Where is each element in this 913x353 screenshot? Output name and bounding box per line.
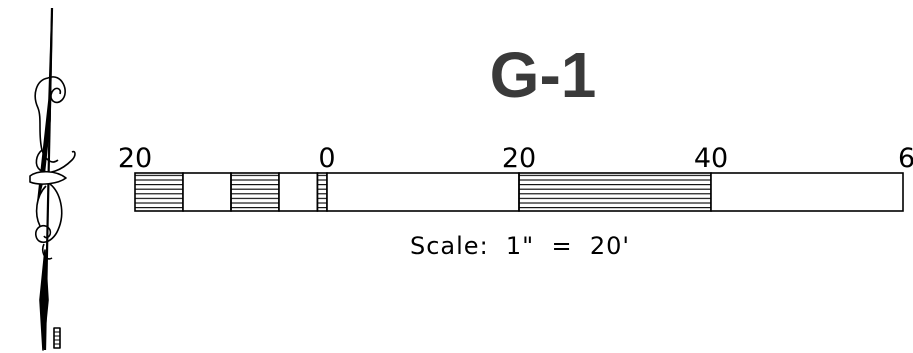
scale-segment-blank	[326, 172, 520, 212]
scale-segment-blank	[710, 172, 904, 212]
scale-segment-hatched	[518, 172, 712, 212]
scale-segment-hatched	[134, 172, 184, 212]
graphic-scale-bar	[134, 172, 904, 212]
north-arrow-icon	[29, 7, 76, 351]
scale-note: Scale: 1" = 20'	[410, 232, 630, 260]
tick-label-20-left: 20	[118, 143, 152, 174]
tick-label-20: 20	[502, 143, 536, 174]
sheet-title: G-1	[490, 39, 597, 111]
scale-segment-hatched	[230, 172, 280, 212]
scale-segment-hatched	[316, 172, 328, 212]
scale-tick-labels: 20 0 20 40 60	[118, 143, 913, 174]
scale-segment-blank	[278, 172, 319, 212]
scale-segment-blank	[182, 172, 232, 212]
tick-label-0: 0	[318, 143, 335, 174]
tick-label-40: 40	[694, 143, 728, 174]
tick-label-60: 60	[898, 143, 913, 174]
